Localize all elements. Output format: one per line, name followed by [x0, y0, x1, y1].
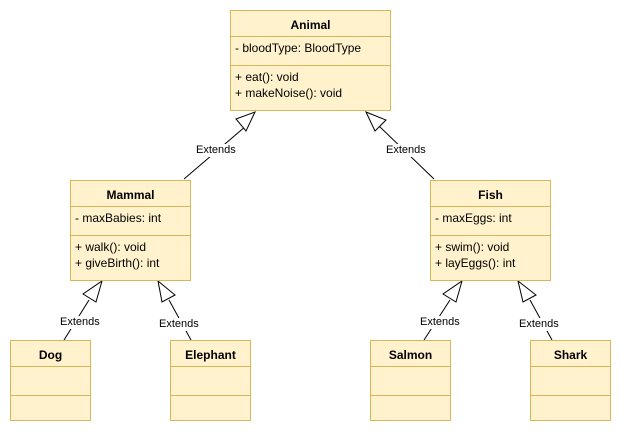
class-name: Dog	[11, 341, 90, 367]
methods-section	[531, 396, 610, 399]
method: + layEggs(): int	[435, 256, 516, 270]
class-shark[interactable]: Shark	[530, 340, 611, 421]
class-fish[interactable]: Fish - maxEggs: int + swim(): void + lay…	[430, 180, 551, 281]
class-name: Elephant	[171, 341, 250, 367]
arrowhead-fish-animal	[365, 111, 387, 132]
edge-label-dog-mammal: Extends	[59, 316, 101, 329]
class-salmon[interactable]: Salmon	[370, 340, 451, 421]
methods-section	[11, 396, 90, 399]
class-dog[interactable]: Dog	[10, 340, 91, 421]
method: + swim(): void	[435, 240, 510, 254]
arrowhead-salmon-fish	[442, 279, 463, 303]
class-name: Shark	[531, 341, 610, 367]
class-name: Fish	[431, 181, 550, 207]
methods-section	[171, 396, 250, 399]
method: + giveBirth(): int	[75, 256, 160, 270]
arrowhead-shark-fish	[517, 279, 537, 303]
method: + makeNoise(): void	[235, 86, 343, 100]
methods-section: + eat(): void + makeNoise(): void	[231, 66, 390, 101]
edge-label-shark-fish: Extends	[518, 318, 560, 331]
attributes-section	[371, 367, 450, 396]
attributes-section	[531, 367, 610, 396]
arrowhead-dog-mammal	[82, 279, 103, 303]
attributes-section: - maxEggs: int	[431, 207, 550, 236]
class-name: Animal	[231, 11, 390, 37]
attributes-section	[171, 367, 250, 396]
edge-label-salmon-fish: Extends	[419, 316, 461, 329]
class-mammal[interactable]: Mammal - maxBabies: int + walk(): void +…	[70, 180, 191, 281]
class-name: Mammal	[71, 181, 190, 207]
methods-section: + walk(): void + giveBirth(): int	[71, 236, 190, 271]
arrowhead-elephant-mammal	[157, 279, 176, 303]
attributes-section	[11, 367, 90, 396]
attributes-section: - bloodType: BloodType	[231, 37, 390, 66]
edge-label-elephant-mammal: Extends	[158, 318, 200, 331]
class-elephant[interactable]: Elephant	[170, 340, 251, 421]
attribute: - maxEggs: int	[435, 211, 512, 225]
method: + eat(): void	[235, 70, 299, 84]
class-name: Salmon	[371, 341, 450, 367]
methods-section	[371, 396, 450, 399]
attributes-section: - maxBabies: int	[71, 207, 190, 236]
methods-section: + swim(): void + layEggs(): int	[431, 236, 550, 271]
arrowhead-mammal-animal	[235, 111, 256, 132]
attribute: - maxBabies: int	[75, 211, 162, 225]
method: + walk(): void	[75, 240, 147, 254]
attribute: - bloodType: BloodType	[235, 41, 362, 55]
edge-label-fish-animal: Extends	[385, 144, 427, 157]
edge-label-mammal-animal: Extends	[195, 144, 237, 157]
class-animal[interactable]: Animal - bloodType: BloodType + eat(): v…	[230, 10, 391, 111]
